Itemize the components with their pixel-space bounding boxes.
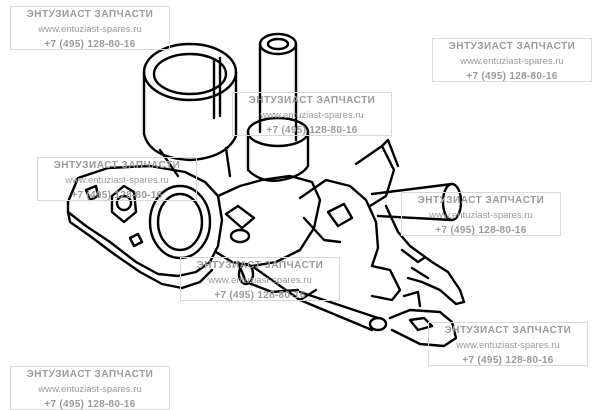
watermark-phone: +7 (495) 128-80-16 bbox=[266, 124, 358, 136]
throttle-lever bbox=[298, 178, 402, 302]
watermark-site: www.entuziast-spares.ru bbox=[460, 56, 564, 67]
watermark: ЭНТУЗИАСТ ЗАПЧАСТИ www.entuziast-spares.… bbox=[428, 322, 588, 366]
watermark-company: ЭНТУЗИАСТ ЗАПЧАСТИ bbox=[26, 9, 154, 20]
watermark-site: www.entuziast-spares.ru bbox=[456, 340, 560, 351]
watermark-site: www.entuziast-spares.ru bbox=[38, 24, 142, 35]
watermark-company: ЭНТУЗИАСТ ЗАПЧАСТИ bbox=[417, 195, 545, 206]
watermark-phone: +7 (495) 128-80-16 bbox=[435, 224, 527, 236]
fuel-inlet-tube bbox=[258, 32, 298, 56]
watermark-phone: +7 (495) 128-80-16 bbox=[462, 354, 554, 366]
watermark: ЭНТУЗИАСТ ЗАПЧАСТИ www.entuziast-spares.… bbox=[10, 366, 170, 410]
watermark-company: ЭНТУЗИАСТ ЗАПЧАСТИ bbox=[248, 95, 376, 106]
watermark-company: ЭНТУЗИАСТ ЗАПЧАСТИ bbox=[448, 41, 576, 52]
watermark-company: ЭНТУЗИАСТ ЗАПЧАСТИ bbox=[26, 369, 154, 380]
watermark-phone: +7 (495) 128-80-16 bbox=[71, 189, 163, 201]
watermark-site: www.entuziast-spares.ru bbox=[38, 384, 142, 395]
watermark-phone: +7 (495) 128-80-16 bbox=[44, 38, 136, 50]
linkage-rod bbox=[298, 290, 380, 320]
watermark: ЭНТУЗИАСТ ЗАПЧАСТИ www.entuziast-spares.… bbox=[180, 257, 340, 301]
watermark-site: www.entuziast-spares.ru bbox=[208, 275, 312, 286]
watermark-site: www.entuziast-spares.ru bbox=[65, 175, 169, 186]
watermark: ЭНТУЗИАСТ ЗАПЧАСТИ www.entuziast-spares.… bbox=[232, 92, 392, 136]
air-horn bbox=[142, 42, 238, 102]
flange-hole-left bbox=[110, 184, 138, 224]
watermark-company: ЭНТУЗИАСТ ЗАПЧАСТИ bbox=[196, 260, 324, 271]
watermark-phone: +7 (495) 128-80-16 bbox=[44, 398, 136, 410]
watermark-company: ЭНТУЗИАСТ ЗАПЧАСТИ bbox=[444, 325, 572, 336]
mounting-flange bbox=[66, 164, 224, 278]
idle-screw bbox=[237, 262, 255, 286]
watermark-company: ЭНТУЗИАСТ ЗАПЧАСТИ bbox=[53, 160, 181, 171]
watermark-site: www.entuziast-spares.ru bbox=[429, 210, 533, 221]
watermark-site: www.entuziast-spares.ru bbox=[260, 110, 364, 121]
watermark: ЭНТУЗИАСТ ЗАПЧАСТИ www.entuziast-spares.… bbox=[401, 192, 561, 236]
watermark-phone: +7 (495) 128-80-16 bbox=[466, 70, 558, 82]
watermark-phone: +7 (495) 128-80-16 bbox=[214, 289, 306, 301]
watermark: ЭНТУЗИАСТ ЗАПЧАСТИ www.entuziast-spares.… bbox=[37, 157, 197, 201]
watermark: ЭНТУЗИАСТ ЗАПЧАСТИ www.entuziast-spares.… bbox=[432, 38, 592, 82]
carburetor-body bbox=[214, 174, 322, 268]
watermark: ЭНТУЗИАСТ ЗАПЧАСТИ www.entuziast-spares.… bbox=[10, 6, 170, 50]
